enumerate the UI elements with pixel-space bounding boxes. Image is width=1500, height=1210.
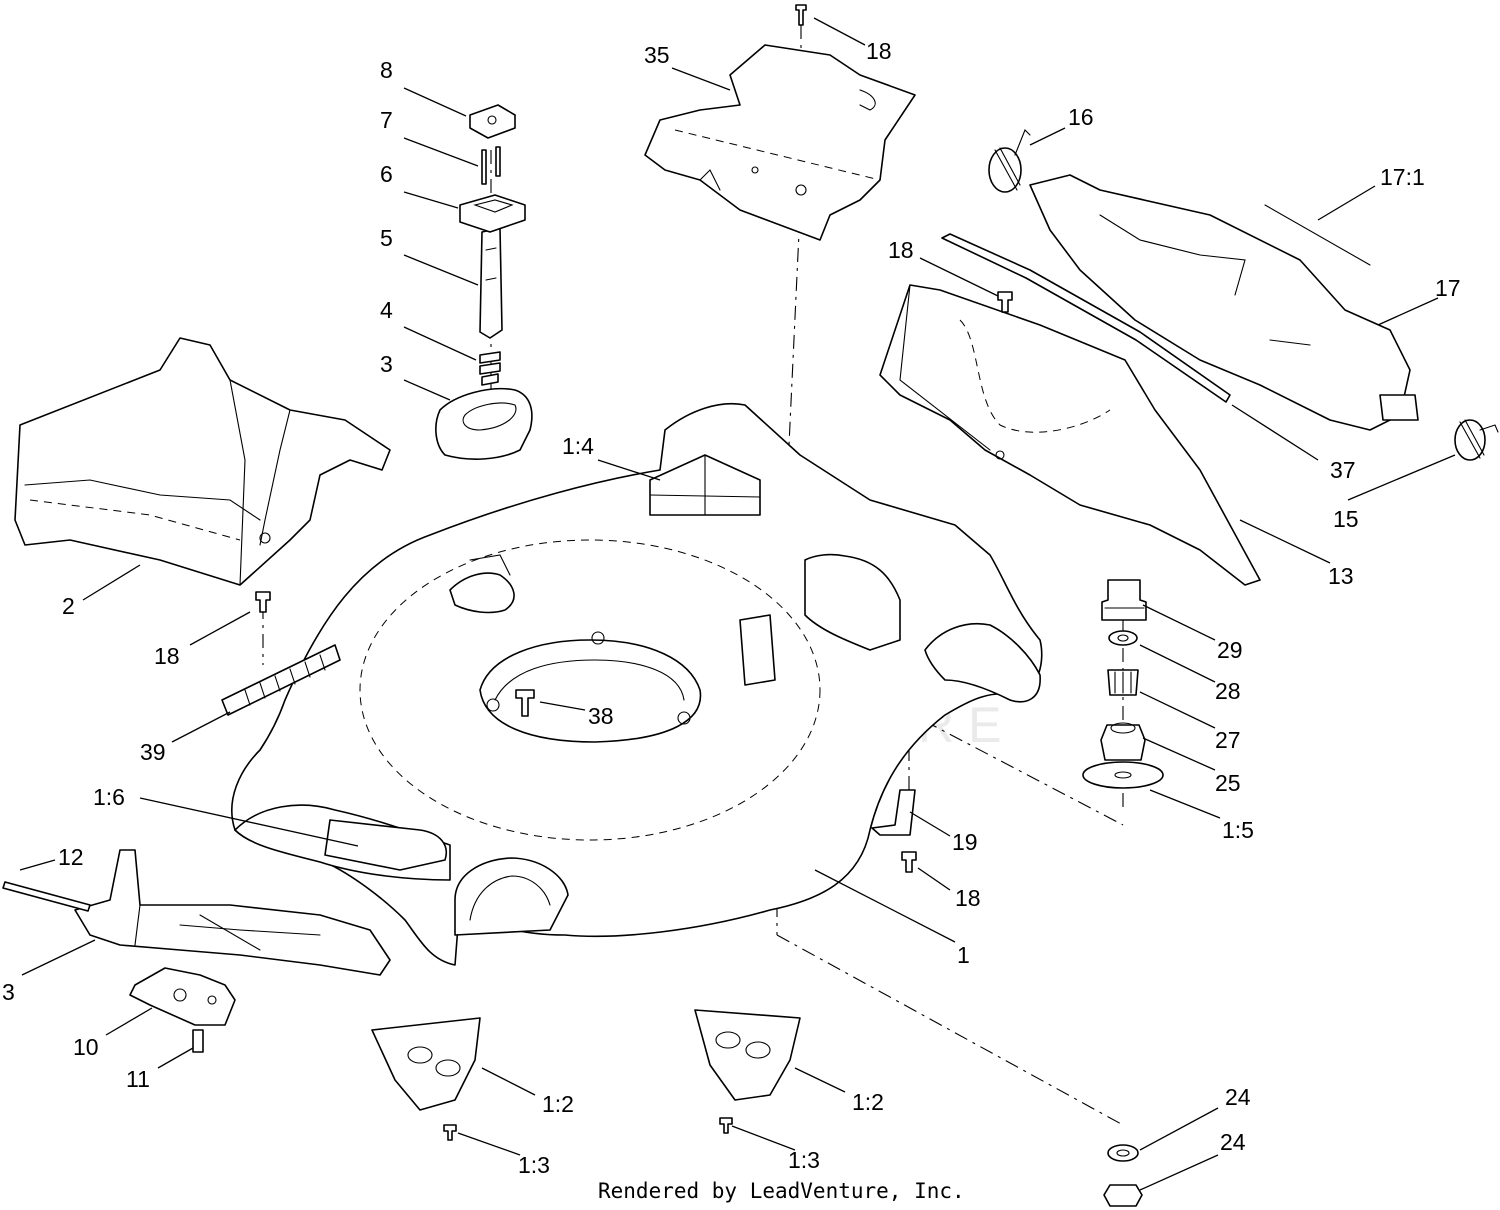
- spring-5: [479, 351, 501, 386]
- screw-11: [192, 1029, 204, 1053]
- callout-9: 8: [380, 57, 393, 83]
- callout-3: 3: [2, 979, 15, 1005]
- callout-12: 12: [58, 844, 84, 870]
- callout-18-top: 18: [866, 38, 892, 64]
- decal-1-6: [324, 819, 447, 871]
- callout-6: 5: [380, 225, 393, 251]
- callout-7: 6: [380, 161, 393, 187]
- bracket-19: [871, 789, 916, 836]
- callout-18-mid: 18: [888, 237, 914, 263]
- mower-deck: [231, 402, 1043, 966]
- callout-28: 27: [1215, 727, 1241, 753]
- rod-17-1: [1264, 204, 1371, 266]
- leader-lines: [19, 17, 1456, 1191]
- spring-16: [988, 129, 1031, 193]
- decal-1-5: [1082, 761, 1164, 789]
- callout-17: 17: [1435, 275, 1461, 301]
- callout-11: 11: [126, 1066, 150, 1092]
- callout-1-3-right: 1:3: [788, 1147, 820, 1173]
- callout-5: 4: [380, 297, 393, 323]
- decal-39: [221, 644, 341, 716]
- skid-1-2-right: [694, 1009, 801, 1101]
- callout-1: 1: [957, 942, 970, 968]
- screw-38: [515, 689, 535, 717]
- bracket-10: [129, 967, 236, 1026]
- baffle-1-4: [649, 454, 761, 516]
- callout-16: 16: [1068, 104, 1094, 130]
- callout-18-right: 18: [955, 885, 981, 911]
- callout-1-4: 1:4: [562, 433, 594, 459]
- callout-1-3-left: 1:3: [518, 1152, 550, 1178]
- callout-38: 38: [588, 703, 614, 729]
- spring-15: [1454, 419, 1499, 461]
- callout-8: 7: [380, 107, 393, 133]
- callout-35: 35: [644, 42, 670, 68]
- callout-39: 39: [140, 739, 166, 765]
- callout-1-2-right: 1:2: [852, 1089, 884, 1115]
- knob-7: [459, 194, 526, 233]
- bolt-18-right: [901, 851, 917, 873]
- callout-27: 25: [1215, 770, 1241, 796]
- callout-37: 37: [1330, 457, 1356, 483]
- rear-flap-13: [879, 284, 1261, 586]
- callout-1-2-left: 1:2: [542, 1091, 574, 1117]
- callout-24: 24: [1220, 1129, 1246, 1155]
- rod-37: [941, 233, 1231, 403]
- insert-28: [1107, 669, 1139, 696]
- callout-18-left: 18: [154, 643, 180, 669]
- callout-25: 24: [1225, 1084, 1251, 1110]
- nut-24: [1103, 1184, 1143, 1207]
- washer-29: [1108, 630, 1138, 646]
- lever-assembly-3: [74, 849, 391, 976]
- washer-25: [1107, 1144, 1139, 1162]
- rear-guard-17: [1029, 174, 1419, 431]
- pin-8a: [481, 149, 487, 185]
- bolt-18-left: [255, 591, 271, 613]
- pin-8b: [495, 146, 501, 177]
- callout-30: 29: [1217, 637, 1243, 663]
- callout-29: 28: [1215, 678, 1241, 704]
- top-cover-35: [644, 44, 916, 241]
- adjust-base-4: [435, 387, 533, 460]
- rod-12: [2, 881, 91, 912]
- callout-1-6: 1:6: [93, 784, 125, 810]
- adjust-rod-6: [479, 227, 503, 339]
- bolt-18-top: [795, 4, 807, 26]
- nut-27: [1100, 722, 1146, 761]
- callout-10: 10: [73, 1034, 99, 1060]
- callout-4: 3: [380, 351, 393, 377]
- screw-1-3-left: [443, 1124, 457, 1141]
- footer-credit: Rendered by LeadVenture, Inc.: [598, 1179, 965, 1203]
- callout-17-1: 17:1: [1380, 164, 1425, 190]
- cap-9: [469, 104, 516, 139]
- callout-1-5: 1:5: [1222, 817, 1254, 843]
- chute-cover: [14, 337, 391, 586]
- callout-2: 2: [62, 593, 75, 619]
- callout-19: 19: [952, 829, 978, 855]
- screw-1-3-right: [719, 1117, 733, 1134]
- callout-13: 13: [1328, 563, 1354, 589]
- bolt-18-mid: [997, 291, 1013, 313]
- skid-1-2-left: [371, 1017, 481, 1111]
- fitting-30: [1101, 579, 1147, 621]
- callout-15: 15: [1333, 506, 1359, 532]
